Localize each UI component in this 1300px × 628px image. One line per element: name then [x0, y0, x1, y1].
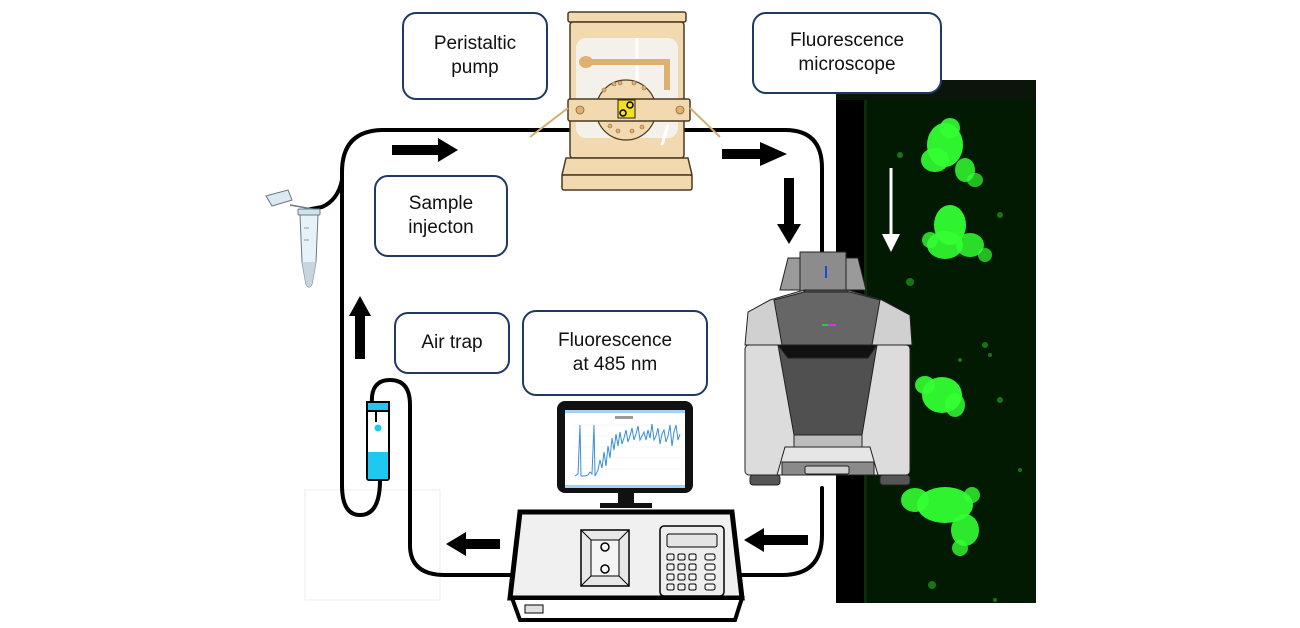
label-fluorescence-485: Fluorescence at 485 nm: [522, 310, 708, 396]
label-line: injecton: [408, 217, 474, 238]
label-line: microscope: [798, 54, 896, 75]
label-line: at 485 nm: [572, 354, 658, 375]
flow-arrow-right-top-left: [392, 138, 458, 162]
fluorescent-cluster: [901, 487, 980, 556]
label-line: Air trap: [421, 332, 483, 353]
fluorescent-cluster: [922, 205, 992, 262]
cuvette-port-icon: [580, 529, 630, 587]
label-line: Fluorescence: [557, 330, 673, 351]
micrograph-flow-arrow-down: [882, 168, 900, 252]
air-trap-icon: [366, 401, 390, 481]
flow-arrow-left-out-of-fluorometer: [446, 532, 500, 556]
label-air-trap: Air trap: [394, 312, 510, 374]
fluorescent-speckles: [897, 152, 1022, 602]
flow-arrow-down-to-microscope: [777, 178, 801, 244]
label-fluorescence-microscope: Fluorescence microscope: [752, 12, 942, 94]
fluorescent-cluster: [915, 376, 965, 417]
fluorescent-cluster: [921, 118, 983, 187]
label-line: Sample: [408, 193, 474, 214]
keypad-icon: [659, 525, 725, 597]
label-line: Fluorescence: [789, 30, 905, 51]
faint-frame: [304, 489, 441, 601]
sample-vial-icon: [265, 189, 321, 288]
peristaltic-pump-icon: [529, 11, 721, 191]
flow-arrow-up-from-air-trap: [349, 296, 371, 359]
flow-arrow-right-top-right: [722, 142, 787, 166]
label-line: Peristaltic: [433, 33, 517, 54]
label-peristaltic-pump: Peristaltic pump: [402, 12, 548, 100]
fluorescence-microscope-icon: [744, 251, 913, 486]
fluorometer-icon: [507, 509, 745, 622]
monitor-icon: [557, 401, 693, 508]
monitor-trace: [574, 423, 681, 477]
monitor-chart-title: [615, 416, 633, 419]
label-line: pump: [451, 57, 499, 78]
label-sample-injection: Sample injecton: [374, 175, 508, 257]
flow-arrow-left-into-fluorometer: [744, 528, 808, 552]
